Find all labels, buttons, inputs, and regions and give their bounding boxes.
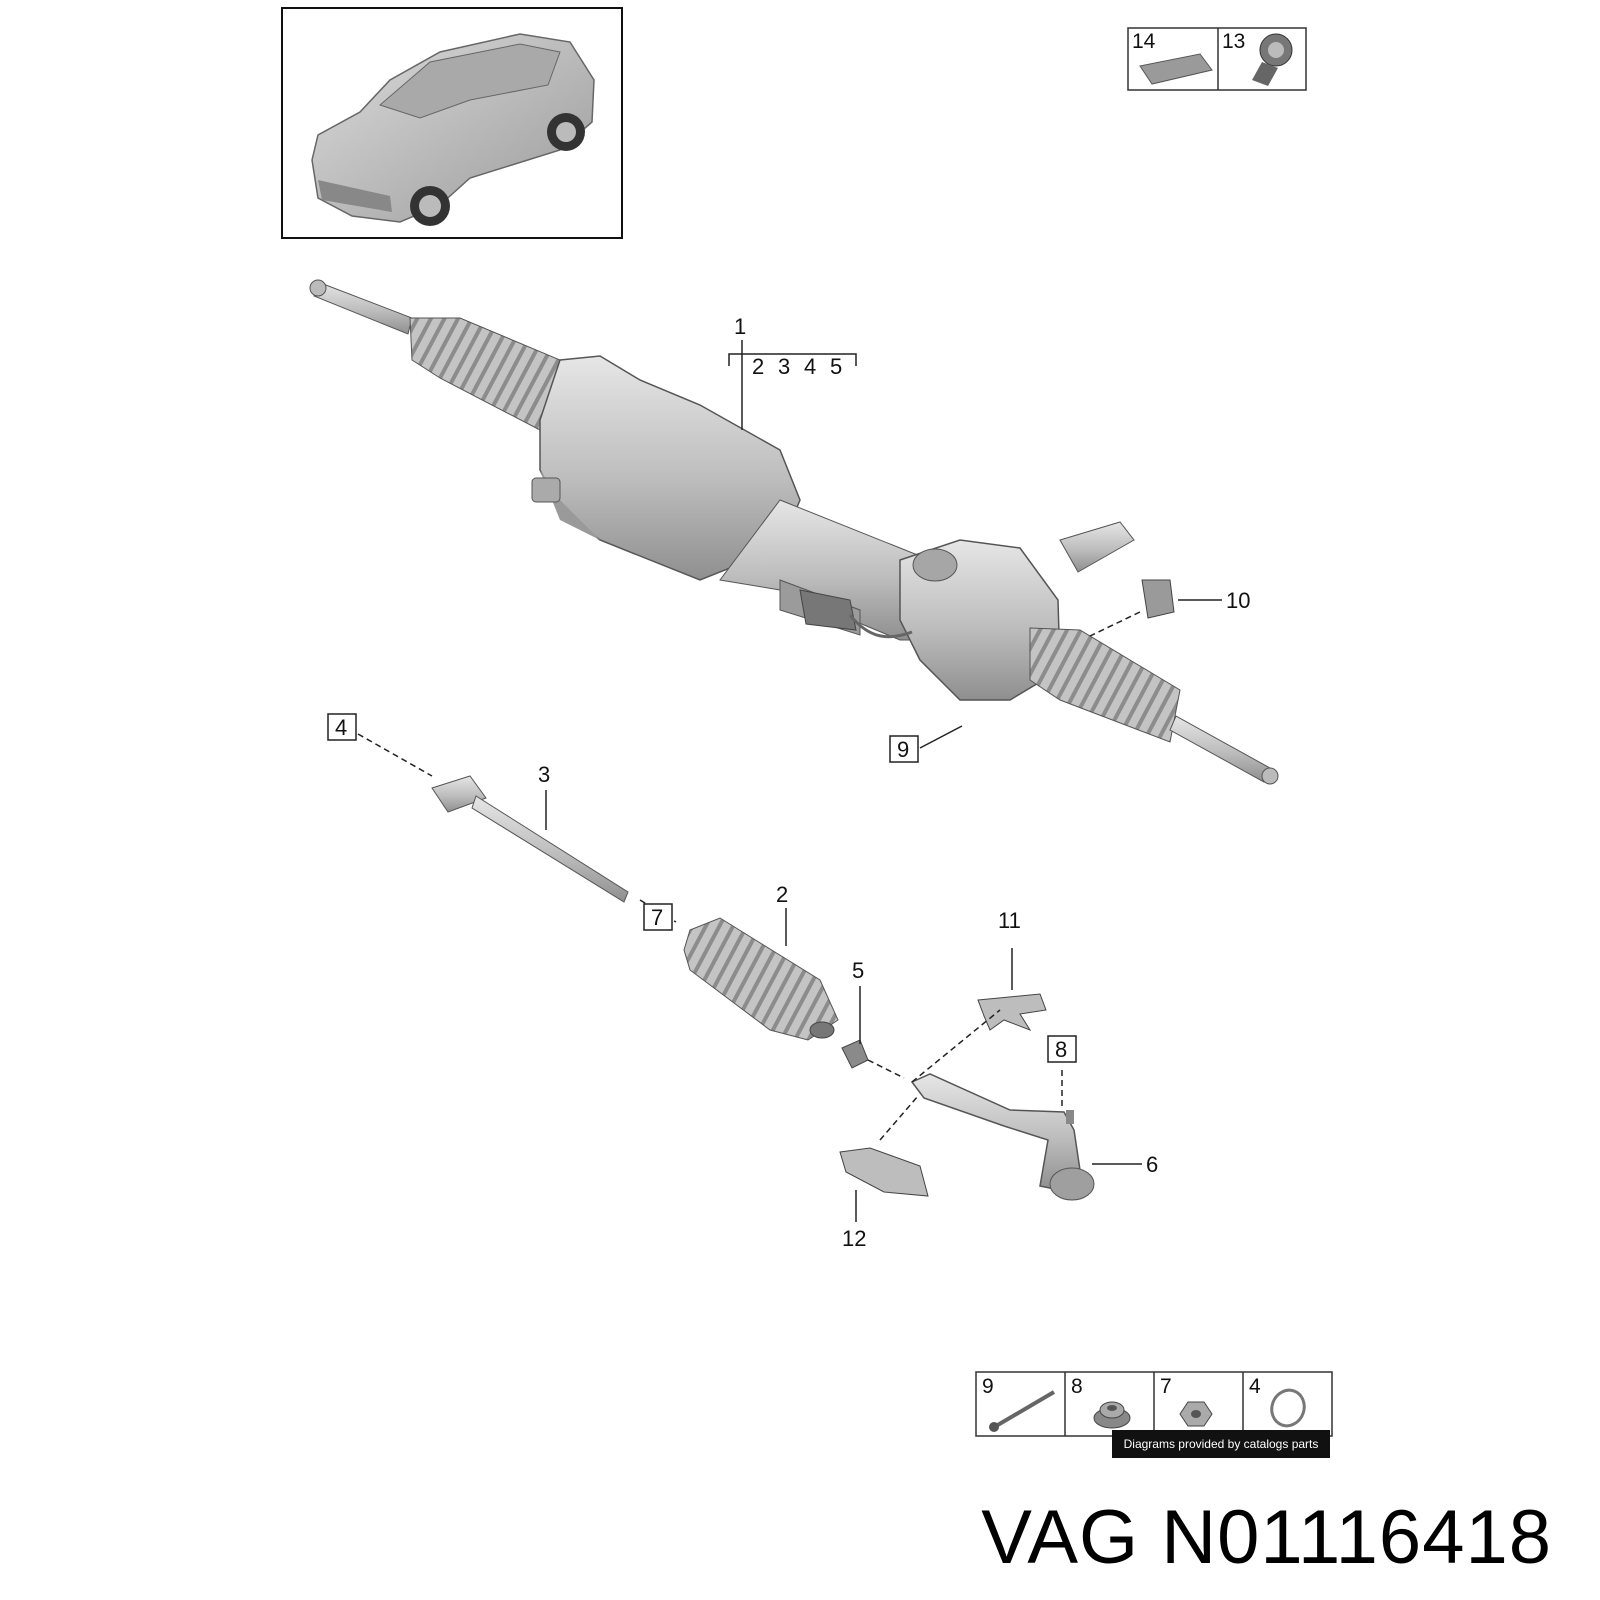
callout-3: 3: [538, 762, 550, 787]
svg-text:4: 4: [335, 715, 347, 740]
leader-lines: [357, 340, 1222, 1222]
callout-6: 6: [1146, 1152, 1158, 1177]
clamp-icon: [1252, 33, 1293, 86]
boxed-callout-8: 8: [1047, 1035, 1077, 1063]
vehicle-thumbnail: [281, 7, 623, 239]
bracket-part-11: [977, 993, 1047, 1032]
callout-1-sub-2: 2: [752, 354, 764, 379]
car-illustration: [311, 33, 595, 226]
callout-10: 10: [1226, 588, 1250, 613]
callout-12: 12: [842, 1226, 866, 1251]
diagram-credit: Diagrams provided by catalogs parts: [1112, 1430, 1330, 1458]
bolt-icon: [989, 1390, 1056, 1432]
shield-part-12: [839, 1147, 929, 1197]
boxed-callout-9: 9: [889, 735, 919, 763]
svg-text:9: 9: [897, 737, 909, 762]
svg-text:7: 7: [651, 905, 663, 930]
callout-1-sub-4: 4: [804, 354, 816, 379]
kit-label-4: 4: [1249, 1375, 1261, 1398]
bottom-kit-box: 9 8 7 4: [975, 1371, 1333, 1437]
boxed-callout-7: 7: [643, 903, 673, 931]
o-ring-icon: [1270, 1388, 1306, 1428]
callout-5: 5: [852, 958, 864, 983]
callout-1: 1: [734, 314, 746, 339]
kit-label-14: 14: [1132, 30, 1156, 53]
top-kit-box: 14 13: [1127, 27, 1307, 91]
kit-label-7: 7: [1160, 1375, 1172, 1398]
outer-tie-rod-end: [910, 1073, 1095, 1201]
hex-nut-icon: [1179, 1401, 1213, 1427]
steering-rack-assembly: [309, 279, 1279, 785]
boxed-callout-4: 4: [327, 713, 357, 741]
pad-part-10: [1141, 579, 1175, 619]
boot-clamp: [841, 1039, 869, 1069]
kit-label-13: 13: [1222, 30, 1245, 53]
rack-boot: [683, 917, 839, 1041]
part-number-title: VAG N01116418: [981, 1495, 1552, 1580]
flange-nut-icon: [1093, 1401, 1131, 1429]
svg-text:8: 8: [1055, 1037, 1067, 1062]
callout-2: 2: [776, 882, 788, 907]
kit-label-9: 9: [982, 1375, 994, 1398]
kit-label-8: 8: [1071, 1375, 1083, 1398]
callout-11: 11: [998, 908, 1021, 933]
inner-tie-rod: [431, 775, 629, 903]
callout-1-sub-5: 5: [830, 354, 842, 379]
callout-1-sub-3: 3: [778, 354, 790, 379]
pad-icon: [1139, 53, 1213, 85]
